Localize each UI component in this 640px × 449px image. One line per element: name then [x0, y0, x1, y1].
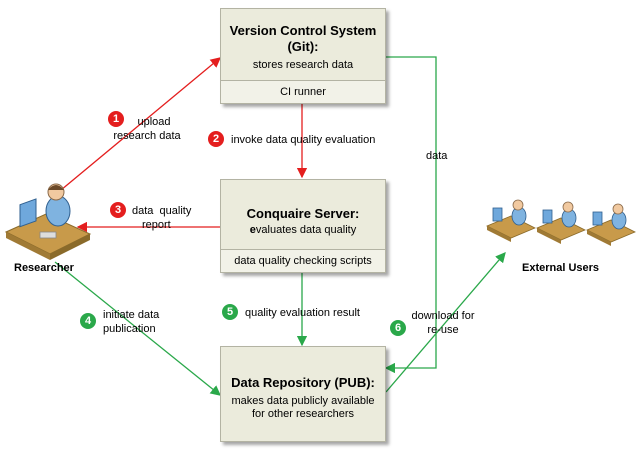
vcs-title-line1: Version Control System [229, 23, 377, 38]
step-1-line2: research data [113, 130, 181, 142]
conquaire-box: Conquaire Server: evaluates data quality… [220, 179, 386, 273]
conquaire-footer-scripts: data quality checking scripts [221, 249, 385, 272]
step-5-badge: 5 [222, 304, 238, 320]
conquaire-title: Conquaire Server: [246, 206, 360, 221]
repository-description-line2: for other researchers [251, 408, 355, 420]
step-6-label: download for re-use [405, 309, 481, 337]
researcher-at-computer-icon [4, 183, 92, 260]
step-1-line1: upload [137, 116, 171, 128]
step-6-badge: 6 [390, 320, 406, 336]
users-at-computers-icon [486, 199, 636, 246]
step-6-line1: download for [411, 310, 475, 322]
step-5-label: quality evaluation result [245, 307, 360, 319]
step-3-badge: 3 [110, 202, 126, 218]
vcs-footer-ci-runner: CI runner [221, 80, 385, 103]
step-1-label: upload research data [104, 115, 190, 143]
arrow-publish [54, 261, 222, 396]
repository-box: Data Repository (PUB): makes data public… [220, 346, 386, 442]
arrow-data [384, 56, 437, 374]
repository-description-line1: makes data publicly available [231, 395, 375, 407]
step-4-badge: 4 [80, 313, 96, 329]
step-6-line2: re-use [427, 324, 459, 336]
conquaire-description-rest: valuates data quality [255, 224, 357, 236]
step-4-line2: publication [103, 323, 156, 335]
conquaire-description-initial: e [249, 224, 256, 236]
conquaire-description: evaluates data quality [221, 224, 385, 236]
step-2-badge: 2 [208, 131, 224, 147]
arrow-upload [54, 57, 222, 196]
data-flow-label: data [426, 150, 448, 162]
external-users-label: External Users [522, 262, 600, 274]
repository-title: Data Repository (PUB): [231, 375, 375, 390]
step-4-line1: initiate data [103, 309, 160, 321]
step-2-label: invoke data quality evaluation [231, 134, 376, 146]
vcs-box: Version Control System (Git): stores res… [220, 8, 386, 104]
researcher-label: Researcher [14, 262, 74, 274]
vcs-title-line2: (Git): [287, 39, 319, 54]
step-1-badge: 1 [108, 111, 124, 127]
arrow-download [385, 252, 506, 393]
step-3-line2: report [142, 219, 171, 231]
step-3-line1: data quality [132, 205, 192, 217]
vcs-description: stores research data [252, 59, 354, 71]
